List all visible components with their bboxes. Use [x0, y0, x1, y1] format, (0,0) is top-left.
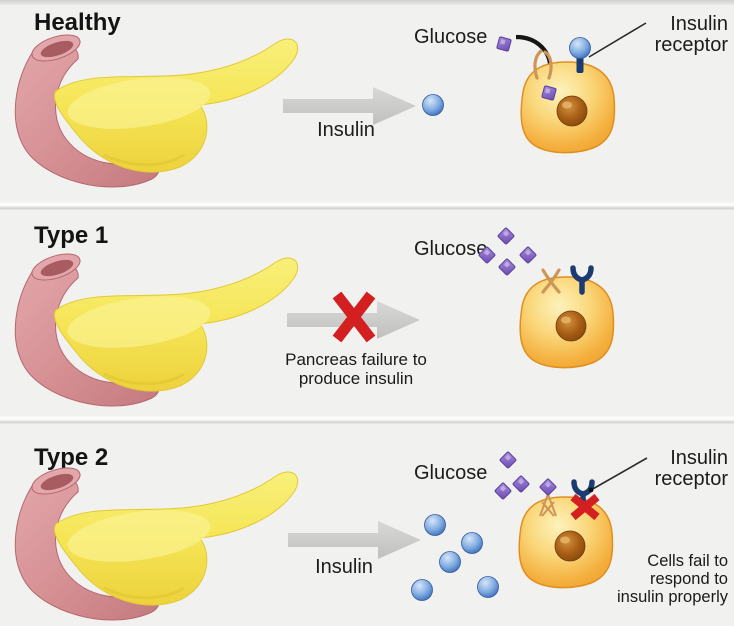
glucose-icon — [478, 246, 496, 264]
panel-type2: Type 2 Insulin Glucose Insuli — [0, 424, 734, 626]
pancreas-icon — [13, 461, 300, 622]
insulin-receptor-label: Insulin receptor — [654, 447, 728, 490]
panel-type1: Type 1 Pancreas failure to produce insul… — [0, 210, 734, 416]
glucose-channel-icon — [539, 493, 557, 517]
insulin-label: Insulin — [317, 119, 375, 141]
pointer-line-icon — [588, 457, 648, 493]
panel-title: Type 2 — [34, 444, 109, 471]
glucose-label: Glucose — [414, 462, 488, 484]
glucose-label: Glucose — [414, 26, 488, 48]
cells-note: Cells fail to respond to insulin properl… — [617, 552, 728, 606]
insulin-ball-icon — [461, 532, 483, 554]
insulin-ball-icon — [422, 94, 444, 116]
insulin-ball-icon — [439, 551, 461, 573]
insulin-ball-icon — [424, 514, 446, 536]
blocked-x-icon — [332, 291, 376, 343]
separator — [0, 416, 734, 424]
insulin-label: Insulin — [315, 556, 373, 578]
pancreas-icon — [13, 28, 300, 189]
glucose-icon — [497, 227, 515, 245]
insulin-ball-icon — [411, 579, 433, 601]
panel-title: Type 1 — [34, 222, 109, 249]
pointer-line-icon — [588, 22, 647, 58]
failure-caption: Pancreas failure to produce insulin — [285, 350, 427, 388]
separator — [0, 202, 734, 210]
glucose-channel-icon — [533, 49, 553, 80]
top-strip — [0, 0, 734, 5]
glucose-icon — [539, 478, 557, 496]
panel-healthy: Healthy Insulin Glucose Insulin receptor — [0, 5, 734, 202]
panel-title: Healthy — [34, 9, 121, 36]
insulin-receptor-icon — [569, 37, 591, 73]
cell-icon — [519, 276, 615, 369]
glucose-channel-icon — [541, 268, 561, 294]
glucose-icon — [541, 85, 557, 101]
insulin-ball-icon — [477, 576, 499, 598]
glucose-label: Glucose — [414, 238, 488, 260]
insulin-receptor-label: Insulin receptor — [654, 13, 728, 56]
blocked-x-icon — [570, 493, 600, 521]
insulin-receptor-icon — [569, 267, 595, 297]
